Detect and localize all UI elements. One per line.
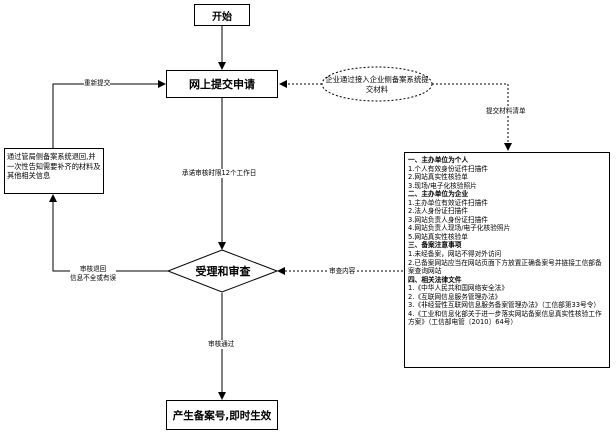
edge-left-box-to-submit	[52, 80, 166, 148]
section-item: 1.未经备案，网站不得对外访问	[408, 250, 502, 259]
review-node-label: 受理和审查	[195, 265, 251, 278]
section-item: 2.网站真实性核验单	[408, 173, 468, 182]
materials-info-panel: 一、主办单位为个人 1.个人有效身份证件扫描件 2.网站真实性核验单 3.现场/…	[404, 152, 610, 368]
submit-application-node: 网上提交申请	[166, 70, 278, 98]
edge-label-resubmit: 重新提交	[84, 79, 111, 88]
section-item: 4.网站负责人现场/电子化核验照片	[408, 224, 511, 233]
section-heading: 三、备案注意事项	[408, 241, 462, 250]
section-item: 3.网站负责人身份证扫描件	[408, 215, 488, 224]
section-heading: 一、主办单位为个人	[408, 156, 469, 164]
edge-label-returned-line1: 审核退回	[79, 265, 107, 273]
material-submission-label: 企业通过接入企业侧备案系统提交材料	[325, 75, 429, 94]
result-node: 产生备案号,即时生效	[166, 400, 278, 430]
edge-label-promise: 承诺审核时限12个工作日	[182, 169, 257, 178]
section-item: 1.《中华人民共和国网络安全法》	[408, 284, 509, 293]
section-item: 3.《非经营性互联网信息服务备案管理办法》（工信部第33号令）	[408, 301, 601, 310]
edge-label-returned: 审核退回 信息不全或有误	[70, 265, 117, 282]
review-diamond	[166, 249, 279, 293]
section-item: 2.《互联网信息服务管理办法》	[408, 292, 502, 301]
edge-label-returned-line2: 信息不全或有误	[70, 273, 117, 282]
section-heading: 四、相关法律文件	[408, 275, 462, 284]
edge-label-review-content: 审查内容	[329, 267, 356, 276]
section-item: 1.个人有效身份证件扫描件	[408, 164, 488, 173]
return-notice-node: 通过管局侧备案系统退回,并一次性告知需要补齐的材料及其他相关信息	[4, 148, 104, 194]
start-node: 开始	[194, 4, 250, 26]
edge-ellipse-to-info	[432, 83, 512, 151]
section-item: 2.已备案网站应当在网站页面下方放置正确备案号并链接工信部备案查询网站	[408, 258, 602, 276]
section-item: 3.现场/电子化核验照片	[408, 181, 477, 190]
edge-label-passed: 审核通过	[208, 340, 235, 349]
section-item: 2.法人身份证扫描件	[408, 207, 468, 216]
section-item: 5.网站真实性核验单	[408, 232, 468, 241]
edge-review-to-left-box	[49, 194, 168, 272]
section-item: 1.主办单位有效证件扫描件	[408, 198, 488, 207]
section-heading: 二、主办单位为企业	[408, 190, 469, 199]
section-item: 4.《工业和信息化部关于进一步落实网站备案信息真实性核验工作方案》（工信部电管〔…	[408, 309, 602, 327]
edge-label-materials-list: 提交材料清单	[486, 107, 526, 116]
material-ellipse	[321, 66, 433, 102]
